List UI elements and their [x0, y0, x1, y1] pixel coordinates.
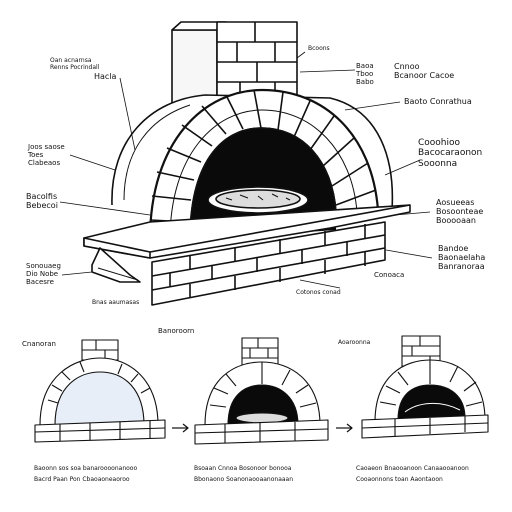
label-left-4: Sonouaeg Dio Nobe Bacesre [26, 262, 61, 287]
label-left-3: Bacolfis Bebecoi [26, 192, 58, 211]
label-right-5: Cooohioo Bacocaraonon Sooonna [418, 138, 483, 169]
label-left-5: Bnas aaumasas [92, 299, 140, 306]
step-2-notes: Bsoaan Cnnoa Bosonoor bonooa Bbonaono So… [194, 465, 294, 483]
hearth-slab [83, 204, 411, 259]
label-right-1: Bcoons [308, 45, 330, 52]
step-1-notes: Baoonn sos soa banaroooonanooo Bacrd Paa… [34, 465, 138, 483]
label-right-6: Aosueeas Bosoonteae Booooaan [436, 198, 484, 226]
pizza [207, 186, 309, 214]
step-3-caption: Aoaroonna [338, 339, 371, 346]
label-right-7: Bandoe Baonaelaha Banranoraa [438, 244, 486, 272]
label-right-4: Baoto Conrathua [404, 97, 472, 106]
label-right-8: Conoaca [374, 271, 405, 279]
step-arrows [172, 423, 353, 433]
step-2-caption: Banoroorn [158, 327, 195, 335]
label-left-2: Joos saose Toes Clabeaos [28, 143, 65, 168]
label-right-2: Baoa Tboo Babo [356, 62, 374, 87]
step-3-oven [361, 335, 489, 439]
label-right-9: Cotonos conad [296, 289, 341, 296]
arch-face [148, 88, 380, 241]
step-1-oven [34, 339, 166, 443]
label-left-1: Oan acnarnsa Renns Pocrindall Hacla [50, 57, 117, 81]
brick-base [151, 221, 386, 306]
main-oven [83, 21, 411, 306]
step-3-notes: Caoaeon Bnaooanoon Canaaooanoon Cooaonno… [356, 465, 469, 483]
step-1-caption: Cnanoran [22, 340, 56, 348]
label-right-3: Cnnoo Bcanoor Cacoe [394, 62, 455, 81]
step-2-oven [194, 337, 329, 445]
leader-lines [59, 51, 433, 289]
